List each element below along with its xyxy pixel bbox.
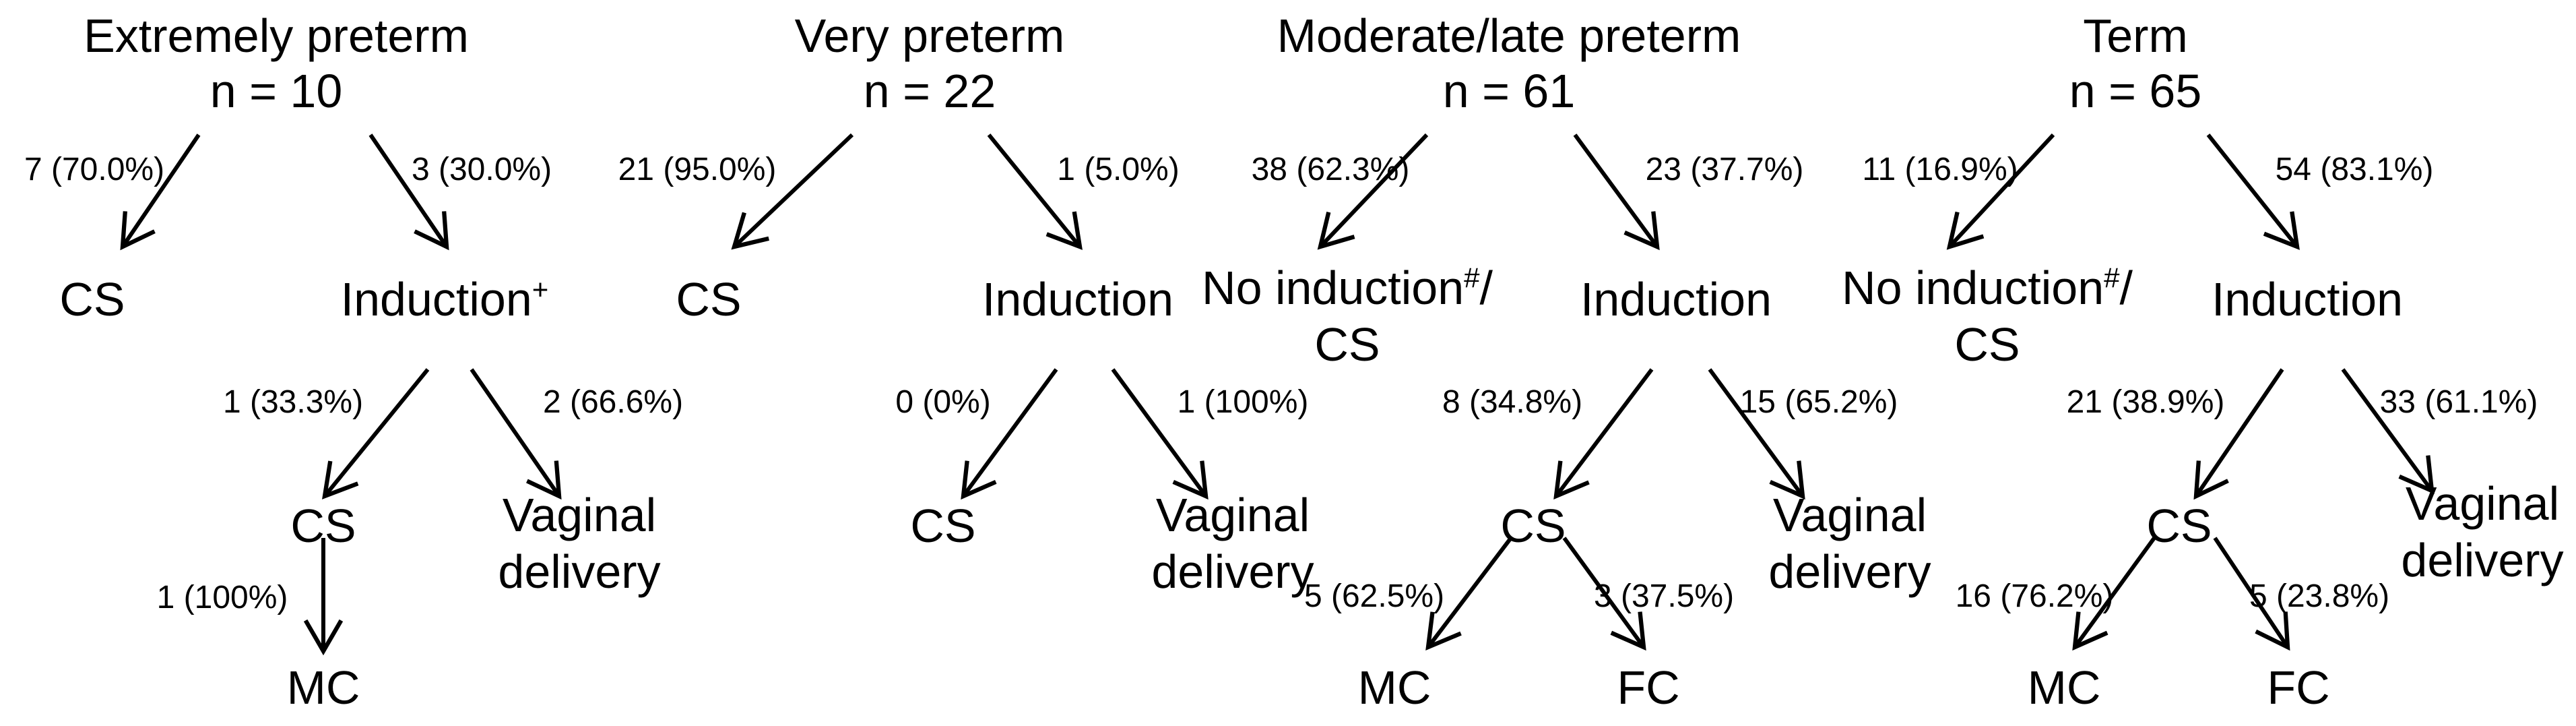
branch-label: 21 (95.0%) — [618, 152, 777, 187]
node-mc: MC — [1357, 661, 1431, 714]
arrow-t2-to-cs — [731, 133, 854, 250]
node-induction: Induction — [981, 273, 1174, 326]
group-title: Term — [2083, 9, 2188, 62]
arrow-t3-cs-to-mc — [1425, 537, 1513, 651]
arrow-t1-induction-to-cs — [322, 368, 430, 500]
branch-label: 3 (30.0%) — [411, 152, 552, 187]
group-title-extremely-preterm: Extremely preterm n = 10 — [84, 8, 469, 119]
branch-label: 54 (83.1%) — [2275, 152, 2434, 187]
node-cs: CS — [290, 500, 356, 552]
arrow-t2-to-induction — [987, 133, 1083, 250]
node-fc: FC — [2267, 661, 2330, 714]
group-n-count: n = 61 — [1442, 65, 1576, 117]
arrow-t1-to-induction — [368, 133, 449, 251]
no-induction-hash-superscript: # — [2104, 262, 2120, 294]
arrow-t4-cs-to-fc — [2213, 537, 2290, 651]
branch-label: 15 (65.2%) — [1739, 384, 1898, 420]
node-vaginal-delivery: Vaginal delivery — [1151, 489, 1314, 598]
group-title-term: Term n = 65 — [2069, 8, 2202, 119]
arrow-t1-to-cs — [120, 133, 201, 251]
branch-label: 3 (37.5%) — [1593, 578, 1735, 614]
node-vaginal-delivery: Vaginal delivery — [1768, 489, 1931, 598]
branch-label: 1 (100%) — [1177, 384, 1309, 420]
node-mc: MC — [2027, 661, 2101, 714]
arrow-t3-to-noinduction — [1317, 133, 1429, 250]
node-cs: CS — [59, 273, 125, 326]
branch-label: 7 (70.0%) — [24, 152, 165, 187]
group-n-count: n = 65 — [2069, 65, 2202, 117]
arrow-t3-induction-to-cs — [1553, 368, 1654, 500]
node-induction: Induction+ — [340, 273, 549, 326]
branch-label: 1 (33.3%) — [222, 384, 364, 420]
branch-label: 2 (66.6%) — [542, 384, 684, 420]
node-cs: CS — [1500, 500, 1566, 552]
branch-label: 23 (37.7%) — [1645, 152, 1804, 187]
branch-label: 38 (62.3%) — [1251, 152, 1410, 187]
group-title: Moderate/late preterm — [1277, 9, 1741, 62]
arrow-t3-cs-to-fc — [1562, 537, 1646, 651]
arrow-t3-induction-to-vaginal — [1708, 368, 1805, 500]
branch-label: 33 (61.1%) — [2379, 384, 2538, 420]
node-vaginal-delivery: Vaginal delivery — [2401, 477, 2564, 586]
branch-label: 5 (62.5%) — [1303, 578, 1445, 614]
branch-label: 11 (16.9%) — [1862, 152, 2018, 187]
node-no-induction-cs: No induction#/ CS — [1202, 262, 1493, 371]
group-title: Very preterm — [794, 9, 1065, 62]
node-cs: CS — [910, 500, 976, 552]
node-cs: CS — [676, 273, 742, 326]
node-vaginal-delivery: Vaginal delivery — [498, 489, 661, 598]
no-induction-hash-superscript: # — [1464, 262, 1480, 294]
node-mc: MC — [286, 661, 360, 714]
branch-label: 16 (76.2%) — [1955, 578, 2114, 614]
branch-label: 1 (5.0%) — [1057, 152, 1180, 187]
node-induction: Induction — [2211, 273, 2404, 326]
arrow-t4-to-noinduction — [1946, 133, 2055, 250]
branch-label: 21 (38.9%) — [2066, 384, 2225, 420]
group-title-very-preterm: Very preterm n = 22 — [795, 8, 1065, 119]
branch-label: 1 (100%) — [156, 580, 288, 615]
induction-plus-superscript: + — [532, 273, 549, 305]
branch-label: 5 (23.8%) — [2249, 578, 2390, 614]
arrow-t4-induction-to-vaginal — [2341, 368, 2435, 495]
group-n-count: n = 22 — [863, 65, 996, 117]
node-no-induction-cs: No induction#/ CS — [1842, 262, 2133, 371]
group-n-count: n = 10 — [210, 65, 343, 117]
arrow-t4-induction-to-cs — [2193, 368, 2284, 500]
arrow-t2-induction-to-vaginal — [1111, 368, 1209, 500]
node-cs: CS — [2146, 500, 2212, 552]
arrow-t4-cs-to-mc — [2072, 537, 2156, 651]
group-title-moderate-late-preterm: Moderate/late preterm n = 61 — [1277, 8, 1741, 119]
node-induction: Induction — [1580, 273, 1772, 326]
arrow-t4-to-induction — [2206, 133, 2300, 250]
arrow-t2-induction-to-cs — [961, 368, 1058, 500]
arrow-t3-to-induction — [1573, 133, 1660, 251]
group-title: Extremely preterm — [84, 9, 469, 62]
branch-label: 8 (34.8%) — [1442, 384, 1583, 420]
branch-label: 0 (0%) — [895, 384, 991, 420]
node-fc: FC — [1617, 661, 1680, 714]
arrow-t1-induction-to-vaginal — [470, 368, 562, 500]
